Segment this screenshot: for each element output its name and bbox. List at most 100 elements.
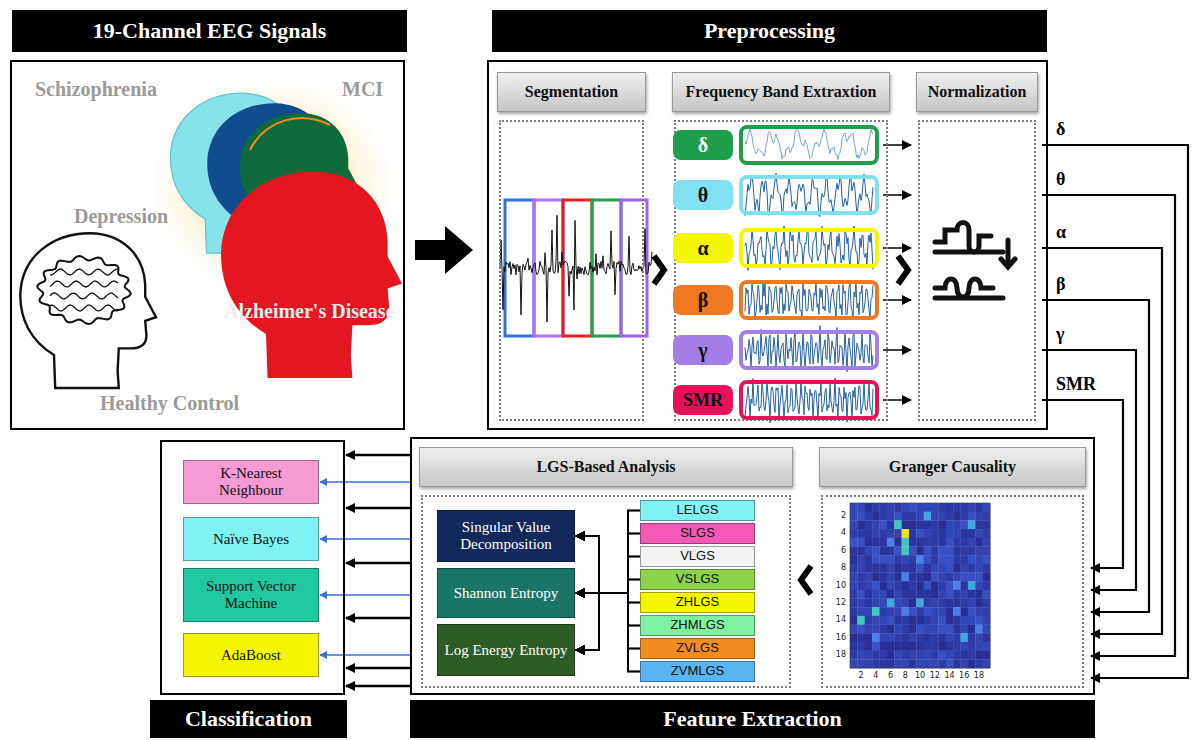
heat-cell (857, 538, 865, 547)
heat-cell (909, 599, 917, 608)
waveform (745, 282, 873, 320)
heat-cell (968, 607, 976, 616)
heat-cell (909, 546, 917, 555)
heat-cell (872, 546, 880, 555)
heat-cell (961, 651, 969, 660)
heat-cell (879, 572, 887, 581)
label-holder: Depression (74, 205, 168, 228)
heat-cell (946, 503, 954, 512)
heat-cell (983, 538, 991, 547)
heat-cell (857, 529, 865, 538)
waveform-frame (739, 330, 879, 370)
heat-cell (983, 625, 991, 634)
granger-column: Granger Causality (815, 443, 1090, 691)
label-holder: 4 (868, 671, 884, 680)
lgs-box: ZVLGS (640, 638, 755, 659)
connector (320, 654, 410, 656)
heat-cell (968, 651, 976, 660)
heat-cell (953, 607, 961, 616)
head-red (221, 172, 402, 378)
heat-cell (975, 572, 983, 581)
classifier-box: AdaBoost (183, 633, 319, 677)
heat-cell (887, 651, 895, 660)
heat-cell (931, 599, 939, 608)
heat-cell (872, 599, 880, 608)
heat-cell (902, 599, 910, 608)
heat-cell (931, 651, 939, 660)
section-header: Segmentation (497, 72, 646, 112)
dotted-frame (499, 120, 644, 421)
connector (576, 593, 640, 603)
connector (576, 580, 640, 651)
heat-cell (887, 642, 895, 651)
heat-cell (924, 512, 932, 521)
connector (576, 511, 640, 594)
heat-cell (975, 503, 983, 512)
heat-cell (887, 564, 895, 573)
heat-cell (975, 529, 983, 538)
panel-heading: Preprocessing (492, 10, 1047, 52)
heat-cell (931, 546, 939, 555)
box-text: Shannon Entropy (438, 569, 574, 617)
dotted-frame (918, 120, 1036, 421)
lgs-box: VSLGS (640, 569, 755, 590)
classifier-box: Naïve Bayes (183, 517, 319, 561)
heat-cell (924, 564, 932, 573)
connector (576, 536, 640, 593)
connector (1042, 248, 1162, 634)
heat-cell (968, 564, 976, 573)
band-row: θ (673, 175, 883, 215)
chevron (898, 256, 908, 284)
heat-cell (887, 572, 895, 581)
heat-cell (909, 520, 917, 529)
heat-cell (953, 616, 961, 625)
heat-cell (961, 616, 969, 625)
heat-cell (887, 633, 895, 642)
heat-cell (975, 520, 983, 529)
heat-cell (879, 538, 887, 547)
heat-cell (968, 642, 976, 651)
heat-cell (953, 520, 961, 529)
waveform (745, 173, 873, 216)
preprocessing-panel: PreprocessingSegmentationFrequency Band … (487, 60, 1048, 430)
heat-cell (983, 642, 991, 651)
axis-tick: 16 (826, 633, 846, 642)
heat-cell (968, 520, 976, 529)
heat-cell (975, 633, 983, 642)
band-column: Frequency Band ExtraxtionδθαβγSMR (668, 68, 894, 424)
heat-cell (902, 642, 910, 651)
heat-cell (916, 633, 924, 642)
heat-cell (931, 572, 939, 581)
heat-cell (872, 625, 880, 634)
box-text: Naïve Bayes (184, 518, 318, 560)
heat-cell (983, 503, 991, 512)
heat-cell (879, 590, 887, 599)
heat-cell (924, 529, 932, 538)
band-label: δ (673, 130, 733, 160)
heat-cell (916, 564, 924, 573)
heat-cell (857, 616, 865, 625)
heat-cell (850, 581, 858, 590)
heat-cell (916, 616, 924, 625)
box-text: AdaBoost (184, 634, 318, 676)
heat-cell (938, 555, 946, 564)
heat-cell (865, 538, 873, 547)
label-holder: γ (1054, 324, 1066, 345)
heat-cell (961, 512, 969, 521)
connector (576, 536, 640, 593)
heat-cell (975, 651, 983, 660)
waveform (745, 128, 873, 160)
classifier-box: Support Vector Machine (183, 568, 319, 622)
heat-cell (879, 520, 887, 529)
heat-cell (865, 581, 873, 590)
bar (935, 250, 1003, 255)
lgs-box: ZHLGS (640, 592, 755, 613)
heat-cell (946, 555, 954, 564)
heat-cell (894, 616, 902, 625)
heat-cell (924, 642, 932, 651)
heat-cell (946, 581, 954, 590)
lgs-box: ZHMLGS (640, 615, 755, 636)
heat-cell (865, 642, 873, 651)
heat-cell (983, 659, 991, 668)
box-text: Singular Value Decomposition (438, 511, 574, 561)
